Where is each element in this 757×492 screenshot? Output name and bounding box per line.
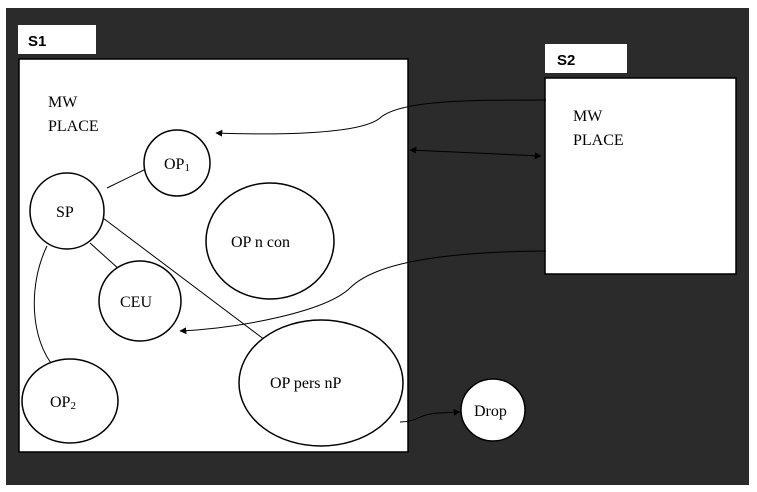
node-op1: OP1: [143, 129, 211, 197]
sp-op2-link: [33, 245, 56, 369]
s2-place-line1: MW: [573, 108, 603, 125]
s1-s2-bidirectional-arrow: [409, 146, 542, 160]
s2-to-op1-arrow: [215, 99, 547, 137]
node-op1-label: OP1: [164, 156, 190, 174]
node-op-pers-np: OP pers nP: [238, 319, 404, 447]
s2-label: S2: [557, 52, 575, 69]
s1-place-line1: MW: [48, 94, 78, 111]
node-op2: OP2: [21, 358, 119, 444]
node-op-n-con: OP n con: [205, 182, 335, 300]
s2-to-ceu-arrow: [179, 250, 547, 335]
op-pers-to-drop-arrow: [399, 408, 461, 423]
node-op1-subscript: 1: [184, 162, 190, 174]
node-ceu-label: CEU: [120, 294, 152, 311]
node-op-n-con-ellipse: [205, 182, 335, 300]
node-op1-circle: [143, 129, 211, 197]
sp-op1-link: [106, 167, 149, 189]
node-op2-ellipse: [21, 358, 119, 444]
node-op2-label: OP2: [50, 394, 76, 412]
s1-tab: [18, 25, 96, 54]
node-op-pers-np-label: OP pers nP: [270, 375, 342, 392]
node-op-pers-np-ellipse: [238, 319, 404, 447]
node-drop-label: Drop: [474, 403, 507, 420]
node-op-n-con-label: OP n con: [231, 234, 290, 251]
node-sp-label: SP: [56, 204, 74, 221]
node-ceu-circle: [98, 260, 182, 342]
s1-label: S1: [28, 33, 46, 50]
s2-place-line2: PLACE: [573, 132, 624, 149]
node-op1-text: OP: [164, 156, 185, 173]
sp-ceu-link: [89, 242, 121, 271]
s2-tab: [545, 44, 627, 73]
node-op2-subscript: 2: [70, 400, 76, 412]
node-sp-circle: [29, 172, 105, 250]
node-ceu: CEU: [98, 260, 182, 342]
node-drop: Drop: [460, 378, 526, 442]
s2-box: [544, 77, 737, 275]
node-sp: SP: [29, 172, 105, 250]
node-op2-text: OP: [50, 394, 71, 411]
node-drop-circle: [460, 378, 526, 442]
s1-place-line2: PLACE: [48, 118, 99, 135]
sp-op-pers-link: [102, 217, 266, 341]
